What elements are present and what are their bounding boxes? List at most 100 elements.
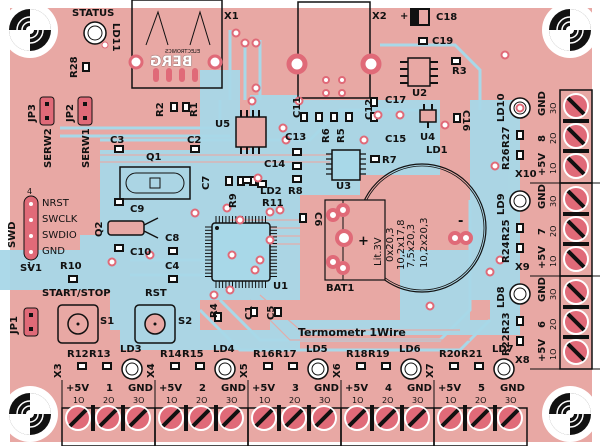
smd-pad-center	[84, 64, 88, 70]
resistor-a-label: R22	[501, 334, 512, 356]
vias	[107, 28, 525, 311]
r9-label: R9	[228, 193, 239, 208]
terminal-screw-slot	[566, 219, 586, 239]
pin-label-power: +5V	[159, 383, 183, 394]
terminal-screw-slot	[284, 408, 304, 428]
smd-pad-center	[172, 104, 176, 110]
s2-label: S2	[178, 316, 193, 327]
terminal-screw-slot	[566, 189, 586, 209]
pin-label-signal: 1	[106, 383, 113, 394]
led-label: LD9	[496, 193, 507, 215]
terminal-screw-slot	[470, 408, 490, 428]
terminal-screw-slot	[407, 408, 427, 428]
terminal-separator	[563, 242, 589, 246]
terminal-pin-number: 2O	[103, 396, 115, 405]
indicator-led-ring	[513, 194, 527, 208]
terminal-screw-slot	[566, 249, 586, 269]
c11-label: C11	[292, 96, 303, 118]
indicator-led-ring	[513, 101, 527, 115]
u5-label: U5	[215, 119, 231, 130]
swd-pin-swclk: SWCLK	[42, 214, 78, 225]
via	[395, 110, 405, 120]
c3-label: C3	[110, 135, 125, 146]
resistor-pad-center	[79, 364, 85, 368]
terminal-pin-number: 3O	[226, 396, 238, 405]
via	[373, 110, 383, 120]
resistor-pad-center	[518, 132, 522, 138]
terminal-pin-number: 2O	[549, 318, 558, 330]
terminal-pin-number: 2O	[475, 396, 487, 405]
bat1-label: BAT1	[326, 283, 355, 294]
q2-crystal	[107, 217, 159, 239]
pin-label-signal: 5	[478, 383, 485, 394]
serw2-label: SERW2	[43, 128, 54, 168]
terminal-separator	[370, 405, 374, 431]
resistor-a-label: R24	[501, 241, 512, 263]
terminal-separator	[400, 405, 404, 431]
terminal-separator	[563, 119, 589, 123]
q1-crystal	[119, 166, 191, 200]
resistor-pad-center	[197, 364, 203, 368]
connector-ref-label: X3	[53, 363, 64, 378]
via	[490, 161, 500, 171]
pin-label-gnd: GND	[128, 383, 153, 394]
terminal-screw-slot	[500, 408, 520, 428]
resistor-pad-center	[518, 152, 522, 158]
smd-pad-center	[170, 277, 176, 281]
connector-ref-label: X9	[515, 262, 530, 273]
resistor-b-label: R19	[368, 349, 390, 360]
terminal-pin-number: 1O	[445, 396, 457, 405]
via	[190, 208, 200, 218]
pin-label-signal: 7	[537, 228, 548, 235]
smd-pad-center	[259, 182, 265, 186]
r7-label: R7	[382, 155, 397, 166]
x1-connector	[128, 0, 223, 89]
sv1-label: SV1	[20, 263, 42, 274]
terminal-separator	[214, 405, 218, 431]
terminal-screw-slot	[347, 408, 367, 428]
battery-line-2: 0x20,3	[385, 227, 396, 262]
pin-label-gnd: GND	[500, 383, 525, 394]
c7-label: C7	[201, 175, 212, 190]
smd-pad-center	[170, 249, 176, 253]
swd-label: SWD	[7, 221, 18, 248]
via	[425, 301, 435, 311]
rst-label: RST	[145, 288, 167, 299]
c5-label: C5	[266, 305, 277, 320]
via	[281, 135, 291, 145]
smd-pad-center	[216, 314, 220, 320]
via	[255, 255, 265, 265]
pin-label-power: +5V	[537, 338, 548, 362]
terminal-pin-number: 2O	[289, 396, 301, 405]
c18-label: C18	[436, 12, 458, 23]
terminal-pin-number: 3O	[133, 396, 145, 405]
indicator-led-ring	[513, 287, 527, 301]
c2-label: C2	[187, 135, 202, 146]
smd-pad-center	[317, 114, 321, 120]
via	[225, 285, 235, 295]
status-led	[83, 21, 109, 49]
u2-chip	[400, 57, 438, 87]
battery-line-4: 7,5x20,3	[406, 223, 417, 268]
resistor-a-label: R14	[160, 349, 182, 360]
swd-pin-nrst: NRST	[42, 198, 69, 209]
terminal-screw-slot	[440, 408, 460, 428]
smd-pad-center	[372, 157, 378, 161]
c19-label: C19	[432, 36, 454, 47]
pin-label-signal: 4	[385, 383, 392, 394]
u1-label: U1	[273, 281, 289, 292]
terminal-separator	[463, 405, 467, 431]
indicator-led	[121, 358, 143, 380]
c4-label: C4	[165, 261, 180, 272]
smd-pad-center	[116, 246, 122, 250]
via	[209, 290, 219, 300]
smd-pad-center	[453, 59, 459, 63]
terminal-screw-slot	[254, 408, 274, 428]
smd-pad-center	[192, 147, 198, 151]
swd-pin-gnd: GND	[42, 246, 65, 257]
terminal-separator	[493, 405, 497, 431]
terminal-pin-number: 3O	[549, 102, 558, 114]
u1-microcontroller	[205, 216, 277, 288]
led-label: LD8	[496, 286, 507, 308]
